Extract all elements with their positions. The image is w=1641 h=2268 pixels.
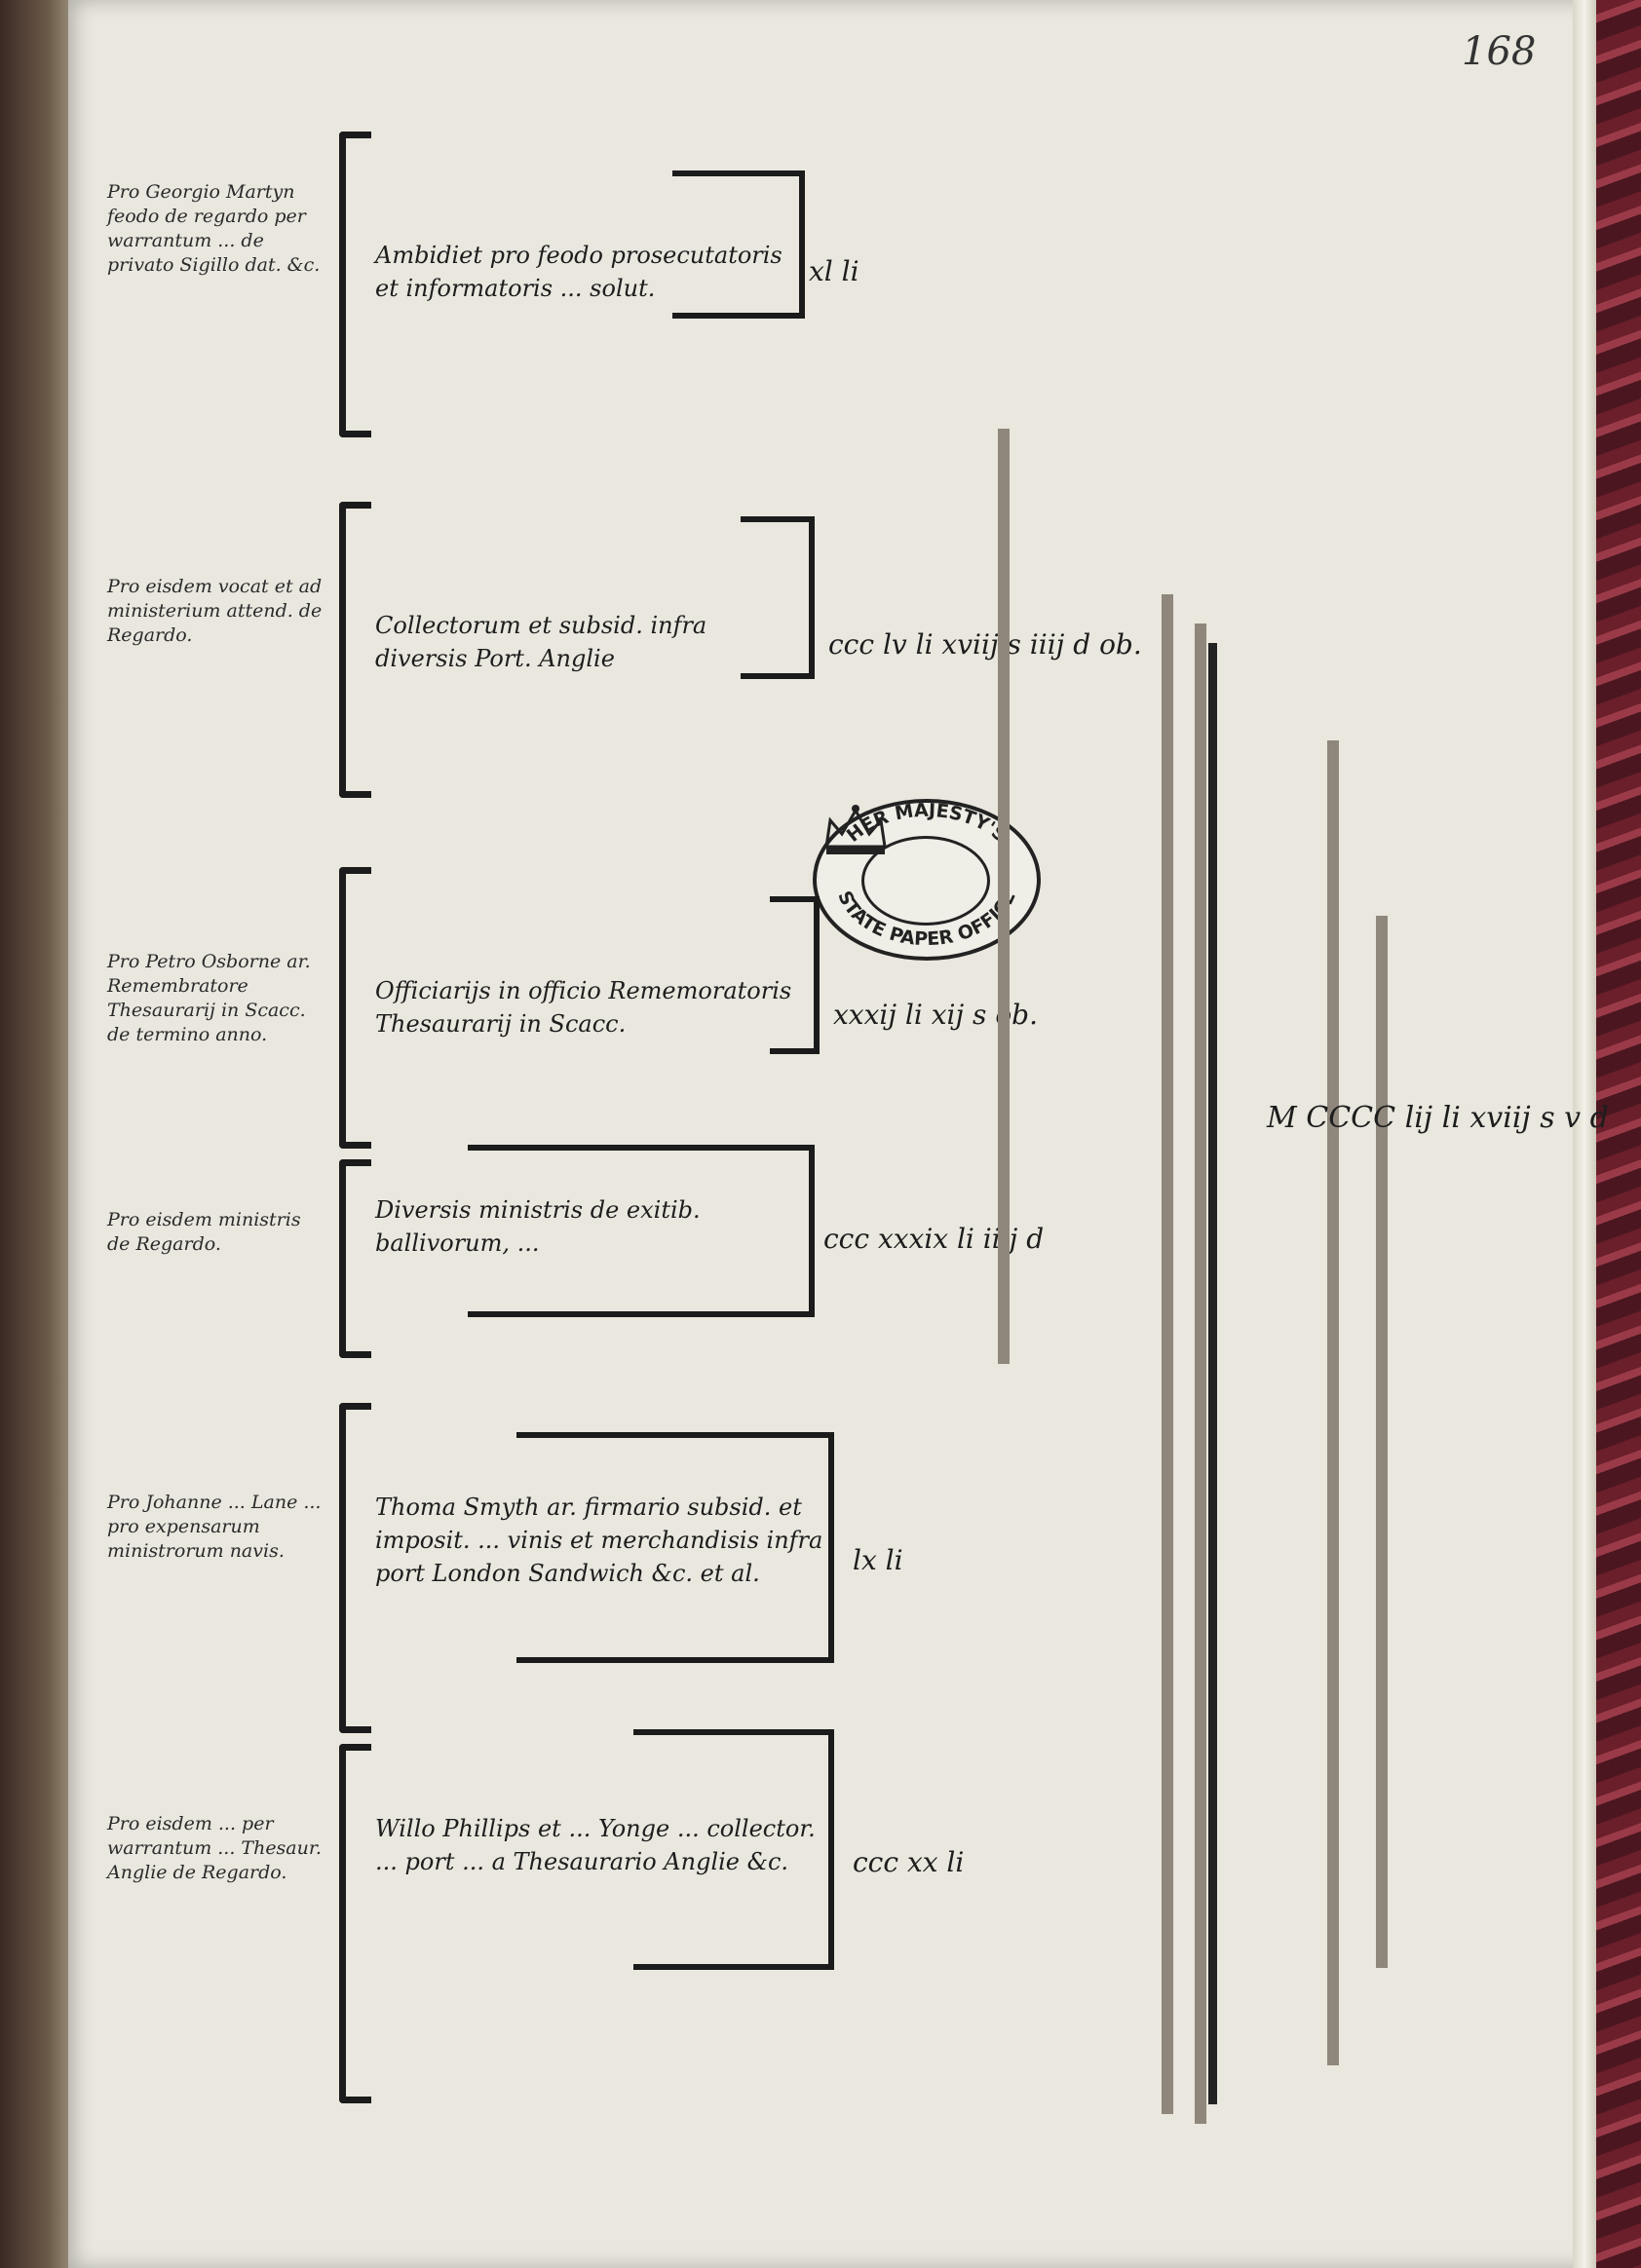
marbled-endpaper bbox=[1596, 0, 1641, 2268]
folio-number: 168 bbox=[1462, 29, 1537, 74]
amount-4: ccc xxxix li iiij d bbox=[823, 1223, 1045, 1255]
entry-text-6: Willo Phillips et ... Yonge ... collecto… bbox=[375, 1815, 816, 1875]
bleed-line-3 bbox=[1195, 624, 1206, 2124]
left-brace-1 bbox=[339, 132, 371, 437]
margin-note-5: Pro Johanne ... Lane ... pro expensarum … bbox=[107, 1492, 322, 1562]
bleed-line-4 bbox=[1327, 740, 1339, 2065]
amount-5: lx li bbox=[853, 1544, 903, 1576]
margin-note-3: Pro Petro Osborne ar. Remembratore Thesa… bbox=[107, 951, 311, 1045]
stamp-inner-ring bbox=[861, 836, 990, 926]
margin-note-1: Pro Georgio Martyn feodo de regardo per … bbox=[107, 181, 321, 276]
margin-note-2: Pro eisdem vocat et ad ministerium atten… bbox=[107, 576, 323, 646]
bleed-line-2 bbox=[1162, 594, 1173, 2114]
bleed-line-5 bbox=[1376, 916, 1388, 1968]
amount-1: xl li bbox=[809, 255, 859, 287]
grand-total: M CCCC lij li xviij s v d bbox=[1267, 1101, 1609, 1135]
amount-2: ccc lv li xviij s iiij d ob. bbox=[828, 628, 1142, 661]
entry-text-3: Officiarijs in officio Rememoratoris The… bbox=[375, 977, 792, 1038]
left-brace-5 bbox=[339, 1403, 371, 1733]
entry-text-4: Diversis ministris de exitib. ballivorum… bbox=[375, 1196, 701, 1257]
entry-text-1: Ambidiet pro feodo prosecutatoris et inf… bbox=[375, 242, 782, 302]
right-bracket-5 bbox=[516, 1432, 834, 1663]
left-brace-4 bbox=[339, 1159, 371, 1358]
right-bracket-3 bbox=[770, 896, 820, 1054]
summary-brace bbox=[1208, 643, 1217, 2104]
right-bracket-1 bbox=[672, 170, 805, 319]
right-bracket-6 bbox=[633, 1729, 834, 1970]
left-brace-6 bbox=[339, 1744, 371, 2103]
margin-note-4: Pro eisdem ministris de Regardo. bbox=[107, 1209, 301, 1255]
left-brace-2 bbox=[339, 502, 371, 798]
svg-text:HER MAJESTY'S: HER MAJESTY'S bbox=[843, 803, 1011, 847]
entry-text-2: Collectorum et subsid. infra diversis Po… bbox=[375, 612, 707, 672]
page-edge bbox=[1573, 0, 1596, 2268]
bleed-line-1 bbox=[998, 429, 1010, 1364]
right-bracket-4 bbox=[468, 1145, 815, 1317]
stamp-lettering: HER MAJESTY'S STATE PAPER OFFICE bbox=[833, 803, 1020, 950]
left-brace-3 bbox=[339, 867, 371, 1149]
crown-icon bbox=[824, 805, 887, 854]
svg-text:STATE PAPER OFFICE: STATE PAPER OFFICE bbox=[833, 888, 1020, 950]
entry-text-5: Thoma Smyth ar. firmario subsid. et impo… bbox=[375, 1493, 823, 1587]
right-bracket-2 bbox=[741, 516, 815, 679]
margin-note-6: Pro eisdem ... per warrantum ... Thesaur… bbox=[107, 1813, 322, 1883]
amount-6: ccc xx li bbox=[853, 1846, 965, 1878]
